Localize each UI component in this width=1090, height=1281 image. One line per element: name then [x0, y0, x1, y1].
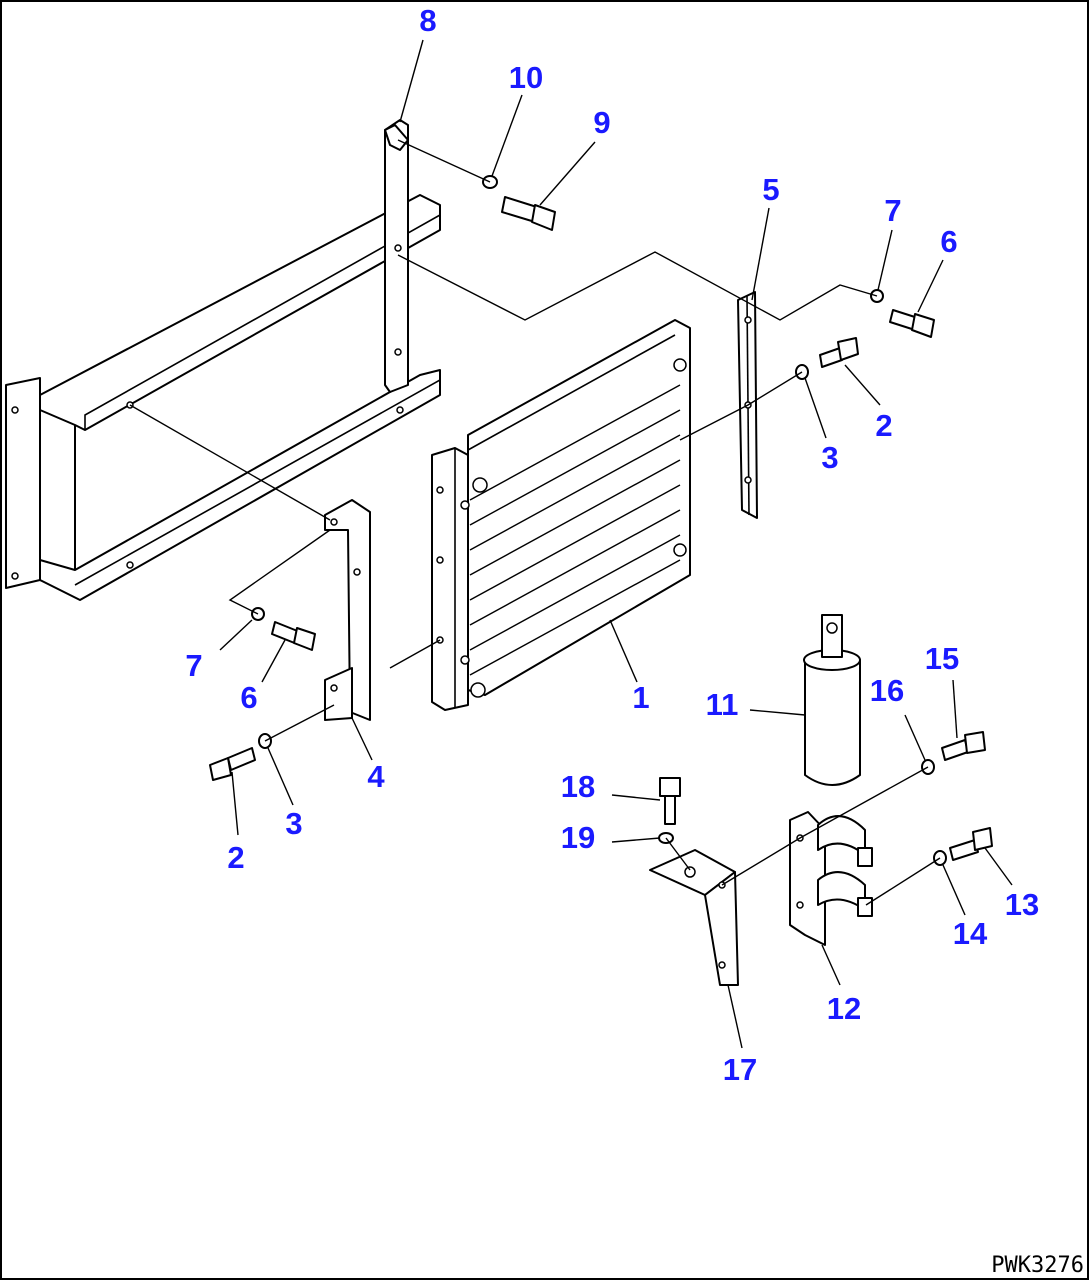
callout-17: 17: [723, 1052, 757, 1087]
leader-lines: [219, 39, 1013, 1049]
bolt-13: [949, 827, 993, 861]
bolt-6-right: [889, 309, 935, 338]
bolt-6-left: [271, 621, 316, 651]
bolt-2-left: [209, 747, 256, 781]
callout-3-left: 3: [285, 806, 302, 841]
callout-5: 5: [762, 172, 779, 207]
bolt-2-right: [819, 337, 859, 368]
condenser-core: [431, 319, 691, 711]
callout-2-left: 2: [227, 840, 244, 875]
callout-8: 8: [419, 3, 436, 38]
callout-3-right: 3: [821, 440, 838, 475]
callouts: 8 10 9 5 7 6 2 3 1 11 16 15 7 6 4 3 2 18…: [185, 3, 1039, 1087]
bolt-15: [941, 731, 986, 761]
receiver-drier: [803, 614, 861, 786]
callout-18: 18: [561, 769, 595, 804]
bracket-17: [649, 849, 739, 986]
bracket-4: [324, 499, 371, 721]
callout-7-left: 7: [185, 648, 202, 683]
assembly-lines: [129, 139, 941, 906]
drawing-code: PWK3276: [991, 1253, 1084, 1278]
callout-4: 4: [367, 759, 385, 794]
bolt-9: [501, 196, 556, 231]
callout-13: 13: [1005, 887, 1039, 922]
callout-16: 16: [870, 673, 904, 708]
callout-11: 11: [706, 687, 739, 722]
callout-9: 9: [593, 105, 610, 140]
callout-6-left: 6: [240, 680, 257, 715]
callout-6-right: 6: [940, 224, 957, 259]
callout-2-right: 2: [875, 408, 892, 443]
callout-15: 15: [925, 641, 959, 676]
callout-19: 19: [561, 820, 595, 855]
callout-10: 10: [509, 60, 543, 95]
callout-14: 14: [953, 916, 988, 951]
bracket-8: [384, 119, 409, 393]
callout-12: 12: [827, 991, 861, 1026]
clamp-12: [789, 811, 873, 946]
mounting-frame: [5, 194, 441, 601]
callout-7-right: 7: [884, 193, 901, 228]
callout-1: 1: [632, 680, 649, 715]
bolt-18: [659, 777, 681, 825]
